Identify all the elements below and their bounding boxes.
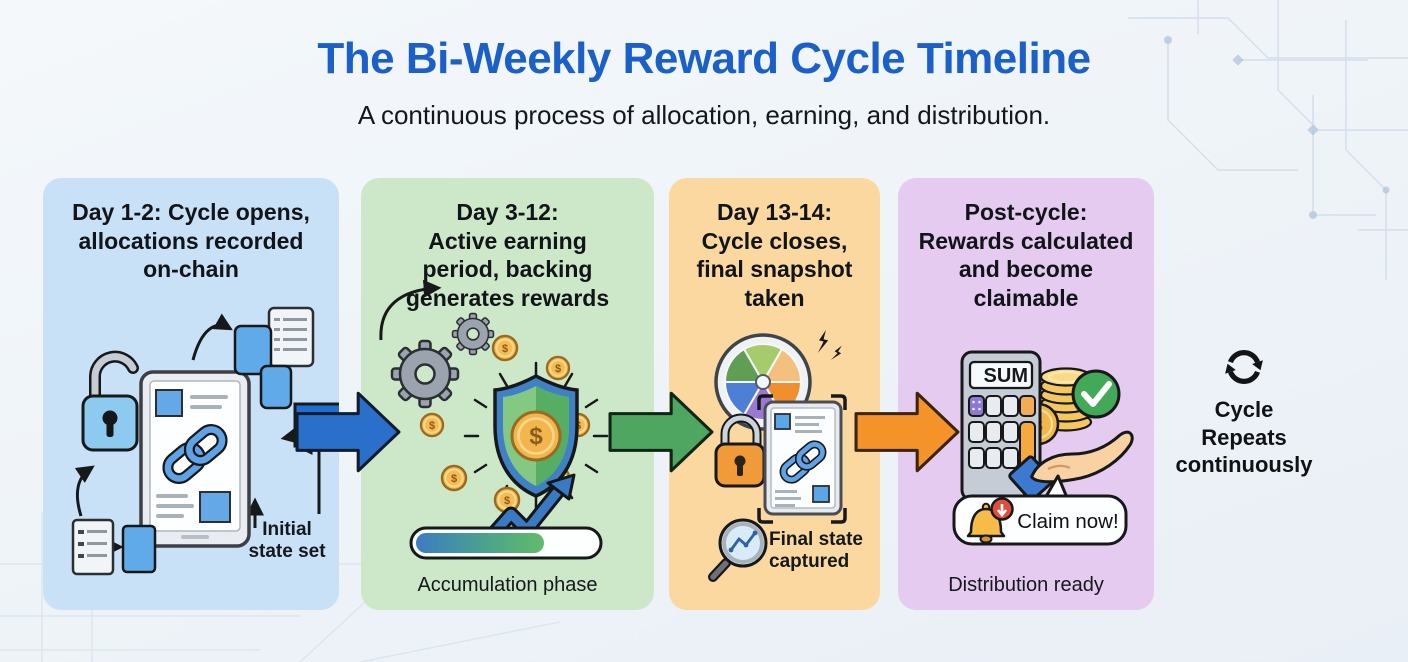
cycle-repeats-label: Cycle Repeats continuously — [1175, 397, 1313, 477]
cycle-refresh-icon — [1225, 350, 1263, 384]
ledger-document-icon — [763, 400, 843, 516]
svg-text:$: $ — [529, 423, 543, 450]
speech-bubble: Claim now! — [952, 474, 1128, 546]
snapshot-frame-icon — [757, 394, 847, 524]
open-hand-icon — [1008, 430, 1134, 502]
magnifier-chart-icon — [708, 518, 768, 582]
panel-day-3-12-caption: Accumulation phase — [417, 574, 598, 596]
panel-day-13-14-title: Day 13-14: Cycle closes, final snapshot … — [696, 199, 853, 311]
claim-now-label: Claim now! — [1017, 510, 1118, 533]
open-padlock-icon — [81, 350, 139, 452]
panel-post-cycle: Post-cycle: Rewards calculated and becom… — [898, 178, 1154, 610]
flow-arrow-blue — [295, 391, 401, 473]
chain-link-icon — [162, 424, 228, 484]
cycle-repeats-note: Cycle Repeats continuously — [1163, 344, 1325, 479]
flow-arrow-green — [608, 391, 714, 473]
page-subtitle: A continuous process of allocation, earn… — [357, 100, 1051, 130]
block-icon — [121, 524, 157, 574]
svg-text:$: $ — [502, 343, 508, 355]
panel-day-3-12: Day 3-12: Active earning period, backing… — [361, 178, 654, 610]
panel-post-cycle-caption: Distribution ready — [948, 574, 1104, 596]
ledger-tablet-icon — [139, 370, 251, 548]
gears-icon — [390, 312, 495, 409]
panel-day-3-12-illustration: $ $ $ $ $ $ $ $ — [379, 279, 609, 560]
panel-day-1-2: Day 1-2: Cycle opens, allocations record… — [43, 178, 339, 610]
chain-link-icon — [779, 440, 827, 484]
svg-text:$: $ — [555, 363, 561, 375]
shield-dollar-icon: $ — [493, 374, 579, 498]
aperture-icon — [714, 333, 812, 431]
list-document-icon — [71, 518, 115, 576]
document-icon — [267, 306, 315, 368]
panel-day-1-2-title: Day 1-2: Cycle opens, allocations record… — [72, 199, 310, 283]
calculator-display: SUM — [984, 365, 1028, 387]
panel-day-13-14-caption: Final state captured — [769, 529, 863, 573]
progress-bar — [409, 526, 603, 560]
lightning-icon — [817, 330, 842, 360]
flow-arrow-orange — [854, 391, 960, 473]
panel-day-13-14-illustration — [708, 330, 847, 582]
rotation-arrow-icon — [379, 279, 442, 341]
svg-text:$: $ — [504, 495, 510, 507]
svg-text:$: $ — [429, 420, 435, 432]
locked-padlock-icon — [714, 413, 766, 488]
bell-notification-icon — [966, 497, 1014, 544]
panel-post-cycle-title: Post-cycle: Rewards calculated and becom… — [918, 199, 1134, 311]
panel-post-cycle-illustration: $ SUM — [952, 350, 1134, 546]
block-icon — [233, 324, 293, 410]
check-circle-icon — [1071, 369, 1121, 419]
panel-day-1-2-illustration — [71, 306, 339, 576]
page-title: The Bi-Weekly Reward Cycle Timeline — [317, 34, 1091, 83]
panel-day-1-2-caption: Initial state set — [248, 519, 326, 563]
panel-day-13-14: Day 13-14: Cycle closes, final snapshot … — [669, 178, 880, 610]
svg-text:$: $ — [451, 473, 457, 485]
